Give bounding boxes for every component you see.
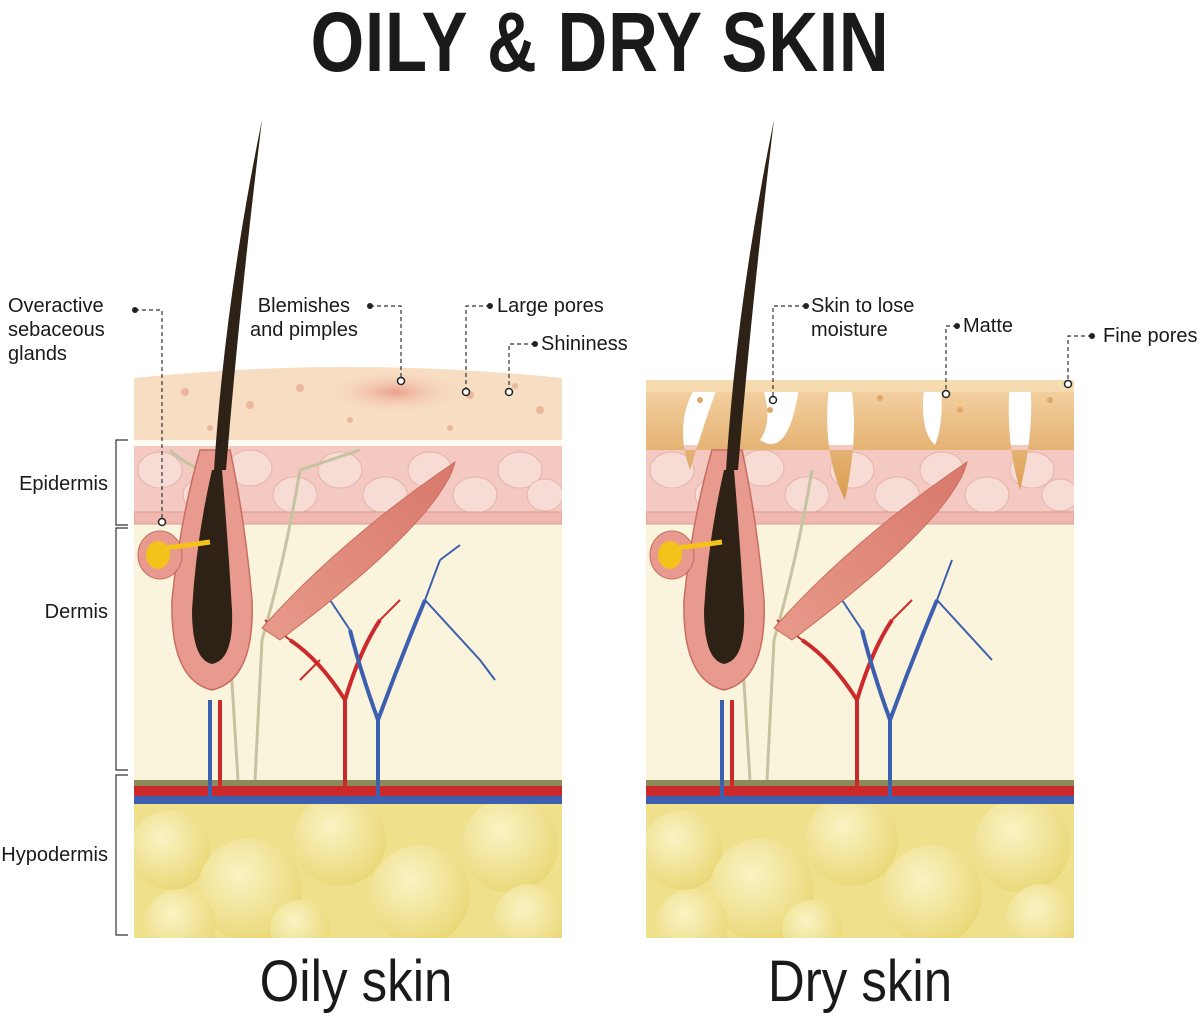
pimple (325, 370, 465, 414)
caption-dry-skin: Dry skin (767, 949, 953, 1014)
label-overactive-sebaceous-glands: Overactive sebaceous glands (8, 295, 105, 365)
page-title: OILY & DRY SKIN (310, 0, 890, 89)
label-epidermis: Epidermis (19, 473, 108, 495)
oily-skin-cross-section (134, 367, 562, 938)
label-shininess: Shininess (541, 333, 628, 355)
label-dermis: Dermis (44, 601, 108, 623)
sebaceous-gland (146, 541, 170, 569)
label-matte: Matte (963, 315, 1014, 337)
label-fine-pores: Fine pores (1103, 325, 1198, 347)
label-hypodermis: Hypodermis (1, 844, 108, 866)
arrector-muscle (261, 460, 456, 641)
fat-cells (134, 794, 562, 938)
layer-brackets (115, 439, 128, 936)
caption-oily-skin: Oily skin (259, 949, 453, 1014)
leader-lines (135, 305, 1092, 522)
dry-skin-cross-section (646, 380, 1074, 938)
label-blemishes-and-pimples: Blemishes and pimples (250, 295, 358, 341)
oily-hair-shaft (214, 120, 262, 470)
label-skin-to-lose-moisture: Skin to lose moisture (811, 295, 915, 341)
dry-surface-layer (646, 380, 1074, 500)
dry-hair-shaft (726, 120, 774, 470)
label-large-pores: Large pores (497, 295, 604, 317)
